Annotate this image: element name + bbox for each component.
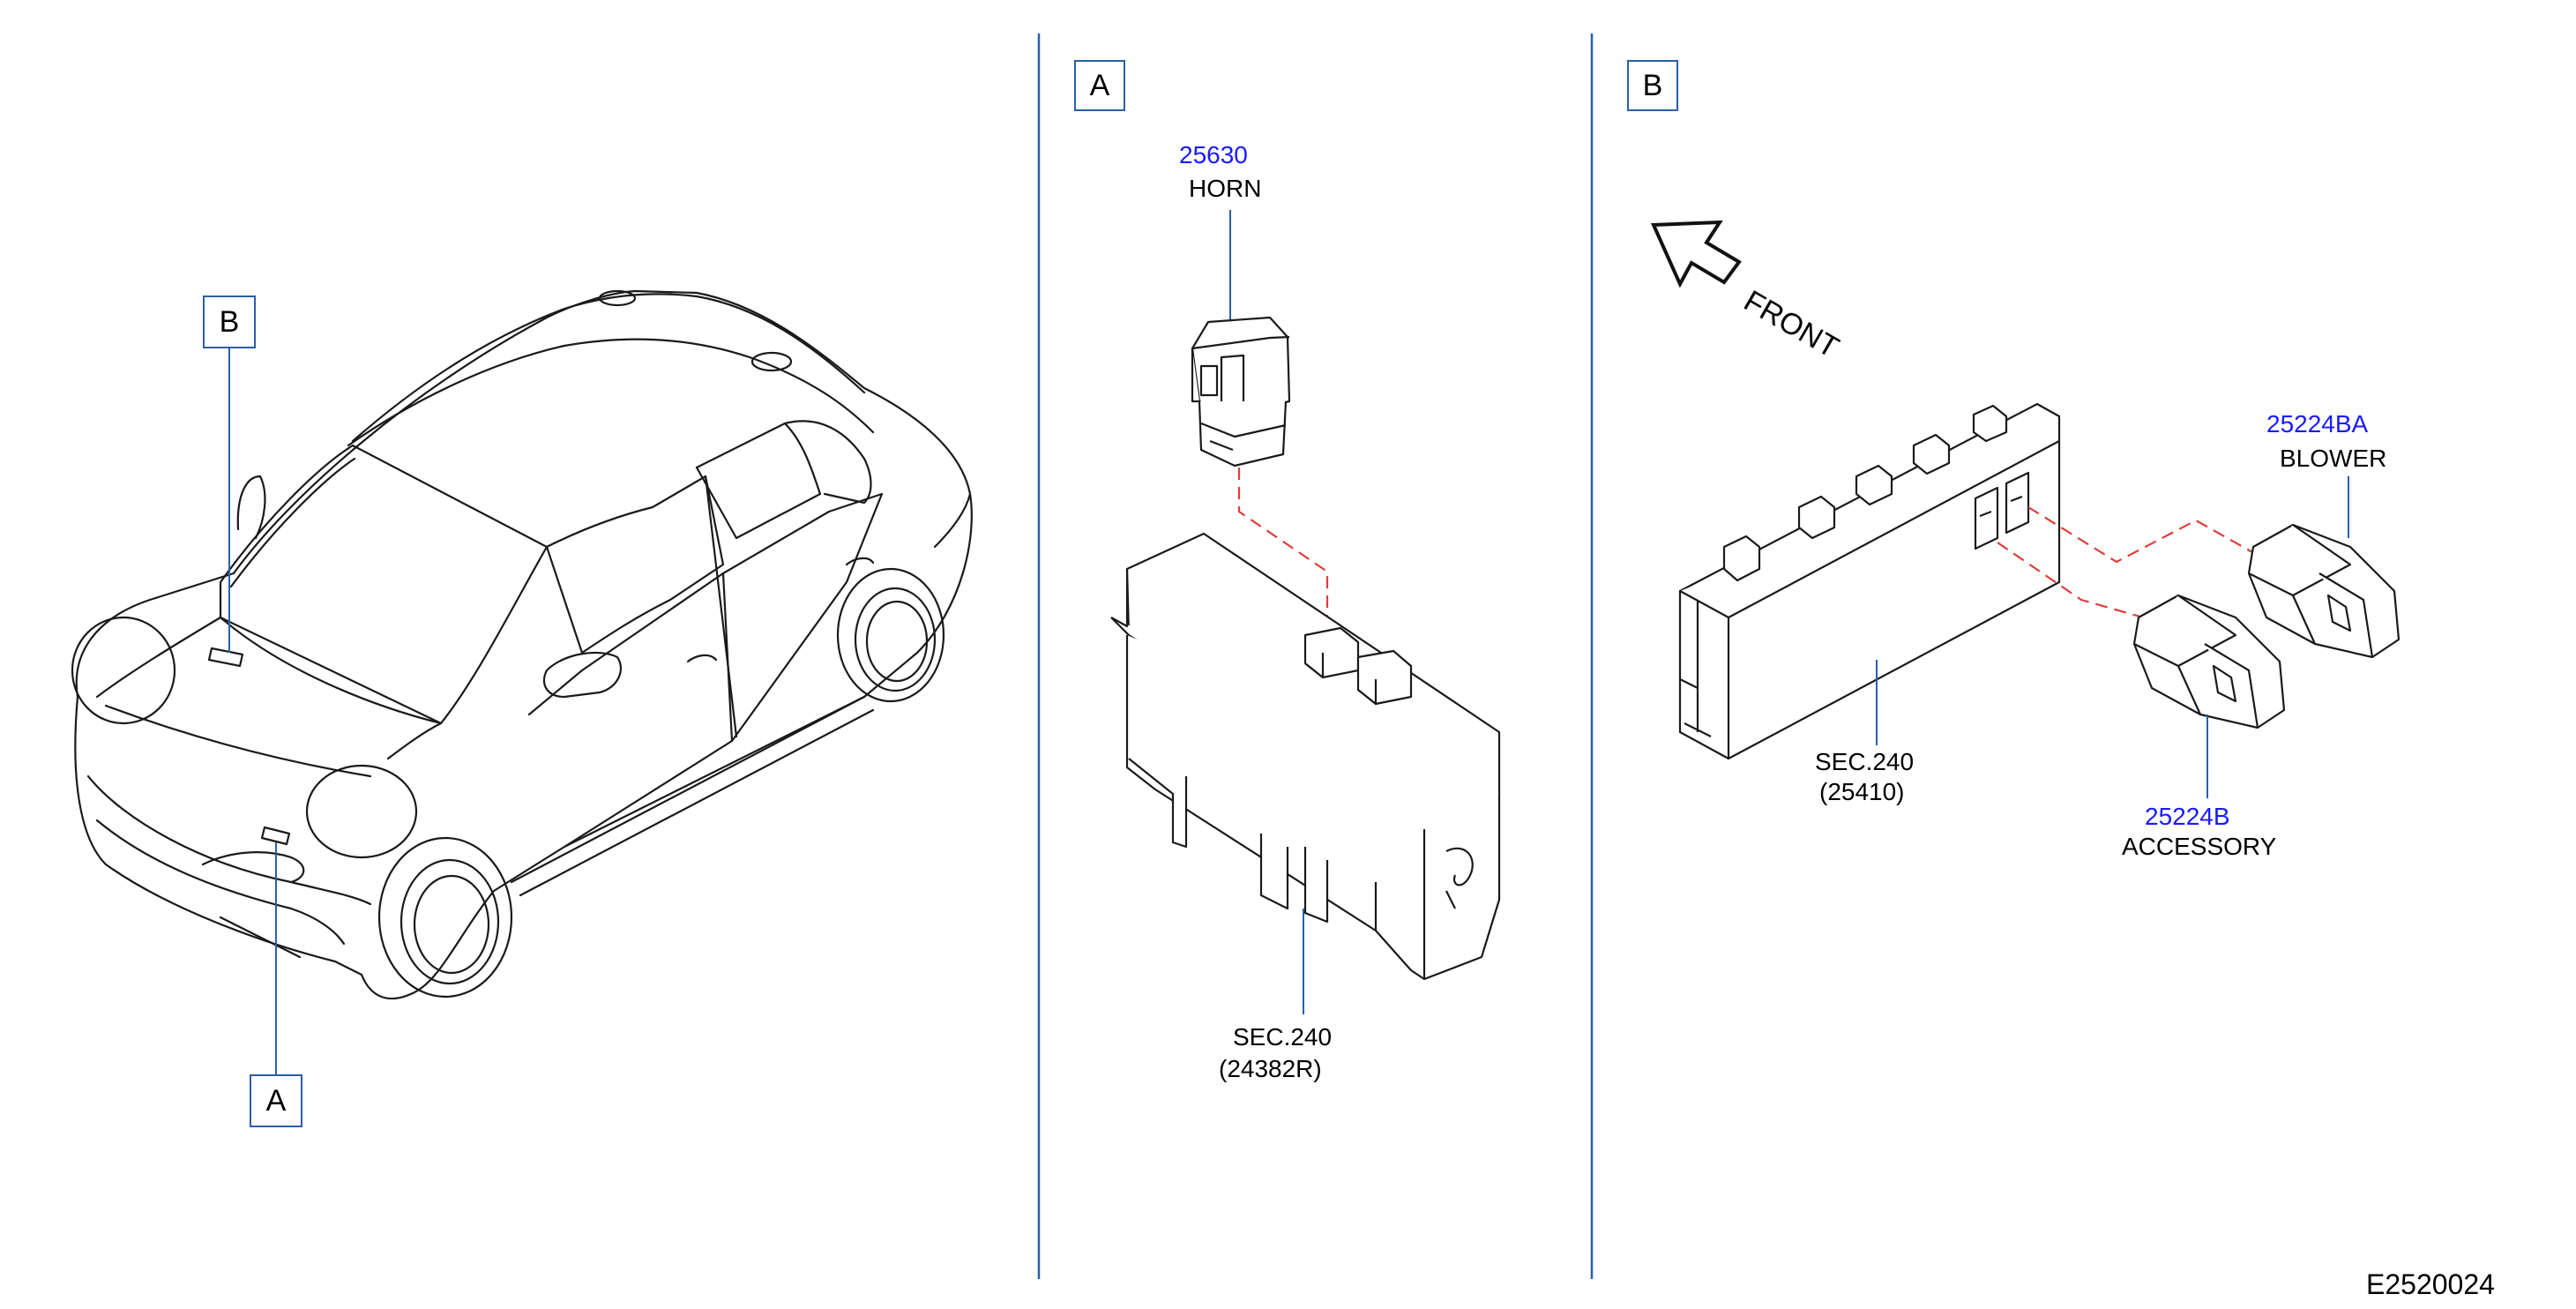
car-illustration bbox=[71, 289, 973, 1000]
panel-a-label: A bbox=[1074, 60, 1125, 111]
blower-part-number: 25224BA bbox=[2266, 410, 2369, 438]
horn-name: HORN bbox=[1189, 175, 1262, 202]
horn-relay-drawing bbox=[1191, 316, 1291, 468]
horn-part-number: 25630 bbox=[1179, 141, 1248, 168]
panel-b-label: B bbox=[1627, 60, 1678, 111]
fuse-block-ref: (25410) bbox=[1819, 778, 1905, 805]
accessory-part-number: 25224B bbox=[2145, 803, 2230, 830]
dashed-link-blower bbox=[2027, 506, 2267, 564]
fuse-block-drawing bbox=[1678, 402, 2061, 760]
blower-relay-drawing bbox=[2247, 523, 2401, 659]
dashed-link-horn bbox=[1237, 468, 1329, 626]
overview-callout-a: A bbox=[250, 1074, 302, 1127]
relay-box-ref: (24382R) bbox=[1219, 1055, 1322, 1082]
overview-callout-b: B bbox=[203, 295, 256, 348]
accessory-name: ACCESSORY bbox=[2122, 833, 2277, 860]
dashed-link-accessory bbox=[1997, 542, 2144, 619]
accessory-relay-drawing bbox=[2132, 594, 2286, 729]
relay-box-section: SEC.240 bbox=[1233, 1023, 1333, 1051]
relay-box-drawing bbox=[1110, 532, 1501, 981]
fuse-block-section: SEC.240 bbox=[1815, 748, 1915, 775]
blower-name: BLOWER bbox=[2280, 445, 2387, 472]
front-arrow bbox=[1650, 220, 1742, 288]
figure-code: E2520024 bbox=[2366, 1268, 2495, 1300]
